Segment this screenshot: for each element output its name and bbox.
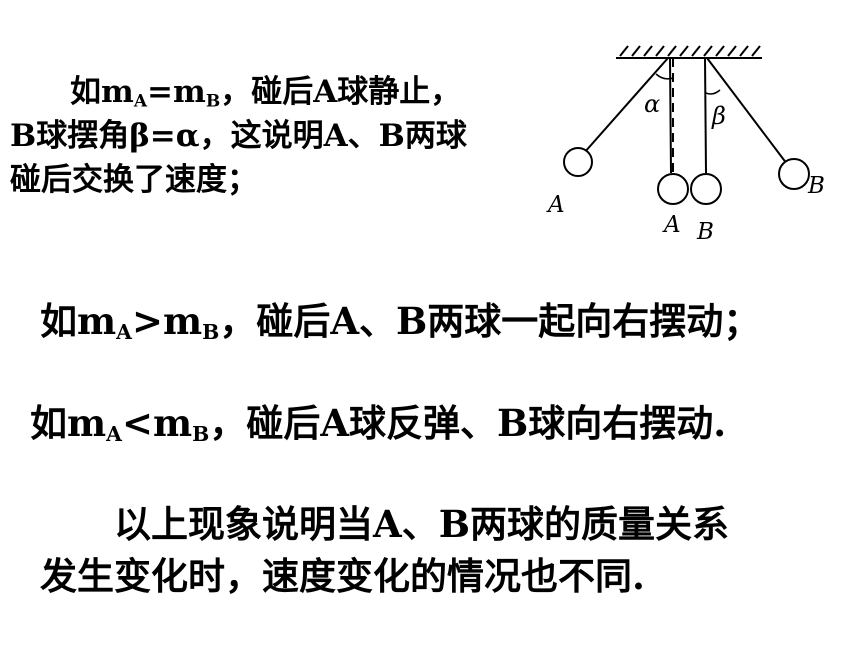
string-b-rest xyxy=(704,57,707,174)
subscript-b: B xyxy=(205,91,221,112)
text-line: ，碰后A球反弹、B球向右摆动. xyxy=(209,401,727,445)
mass-symbol: m xyxy=(152,401,193,445)
text-prefix: 如 xyxy=(30,401,67,445)
paragraph-greater-mass: 如mA>mB，碰后A、B两球一起向右摆动； xyxy=(40,296,760,346)
operator: > xyxy=(131,299,163,343)
paragraph-conclusion: 以上现象说明当A、B两球的质量关系 发生变化时，速度变化的情况也不同. xyxy=(40,498,840,602)
text-line: 碰后交换了速度； xyxy=(10,162,258,198)
ball-b-deflected xyxy=(778,158,810,190)
beta-label: β xyxy=(711,102,726,130)
ball-b-rest xyxy=(690,173,722,205)
subscript-a: A xyxy=(116,320,132,345)
subscript-b: B xyxy=(192,422,210,447)
paragraph-equal-mass: 如mA=mB，碰后A球静止， B球摆角β=α，这说明A、B两球 碰后交换了速度； xyxy=(10,70,550,202)
string-a-rest xyxy=(669,57,672,174)
label-b-bottom: B xyxy=(696,219,714,245)
subscript-b: B xyxy=(202,320,220,345)
ball-a-deflected xyxy=(563,147,593,177)
label-b-right: B xyxy=(807,173,825,199)
mass-symbol: m xyxy=(67,401,107,445)
paragraph-smaller-mass: 如mA<mB，碰后A球反弹、B球向右摆动. xyxy=(30,398,726,448)
text-prefix: 如 xyxy=(70,74,101,110)
label-a-left: A xyxy=(546,192,565,218)
text-line: ，碰后A、B两球一起向右摆动； xyxy=(219,299,761,343)
text-line: 发生变化时，速度变化的情况也不同. xyxy=(40,554,645,598)
string-a-deflected xyxy=(583,57,669,154)
alpha-label: α xyxy=(644,90,660,118)
text-line: B球摆角β=α，这说明A、B两球 xyxy=(10,118,467,154)
beta-arc xyxy=(705,89,721,95)
string-b-deflected xyxy=(706,57,788,165)
alpha-arc xyxy=(655,73,674,80)
ball-a-rest xyxy=(657,173,689,205)
mass-symbol: m xyxy=(77,299,117,343)
subscript-a: A xyxy=(133,91,148,112)
text-line: 以上现象说明当A、B两球的质量关系 xyxy=(114,502,729,546)
subscript-a: A xyxy=(106,422,122,447)
text-prefix: 如 xyxy=(40,299,77,343)
pendulum-diagram: α β A A B B xyxy=(546,45,825,245)
mass-symbol: m xyxy=(101,74,134,110)
ceiling-support xyxy=(616,45,762,59)
text-line: ，碰后A球静止， xyxy=(220,74,462,110)
operator: = xyxy=(147,74,174,110)
label-a-bottom: A xyxy=(662,212,681,238)
operator: < xyxy=(121,401,153,445)
mass-symbol: m xyxy=(162,299,203,343)
mass-symbol: m xyxy=(173,74,206,110)
